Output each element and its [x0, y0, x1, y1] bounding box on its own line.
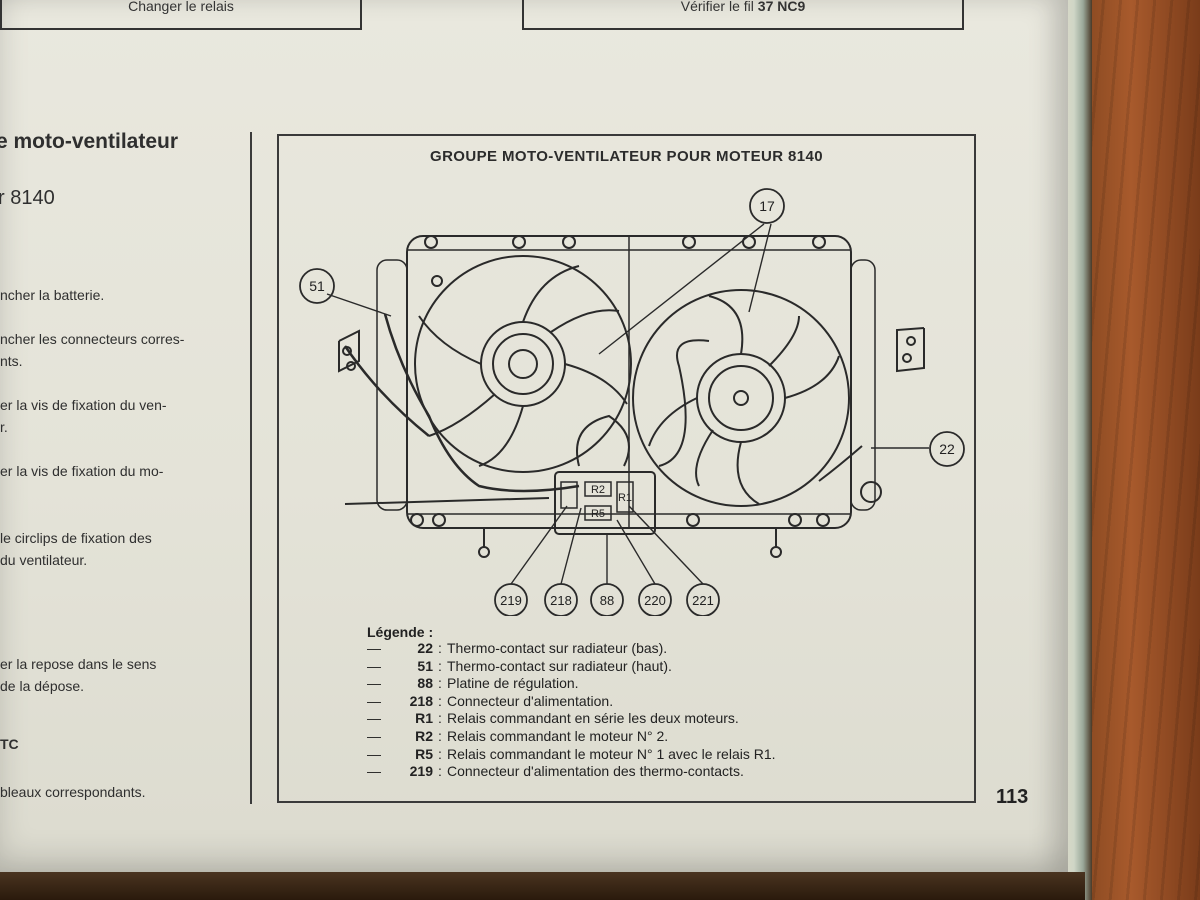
- callout-circle: [590, 583, 624, 616]
- legend-text: Thermo-contact sur radiateur (bas).: [447, 640, 668, 656]
- legend-code: 219: [409, 763, 433, 780]
- top-right-box-text: Vérifier le fil: [680, 0, 754, 14]
- legend-code: R5: [415, 745, 433, 762]
- callout-circle: [686, 583, 720, 616]
- legend-text: Relais commandant le moteur N° 1 avec le…: [447, 745, 776, 762]
- callout-circle: [299, 268, 335, 304]
- callout-221: 221: [692, 593, 714, 608]
- callout-22: 22: [939, 441, 955, 457]
- top-right-box-wire: 37 NC9: [757, 0, 806, 14]
- relay-label-r2: R2: [591, 484, 605, 496]
- step-line: du ventilateur.: [0, 552, 88, 568]
- legend-code: 22: [417, 640, 433, 656]
- step-line: er la vis de fixation du ven-: [0, 397, 167, 413]
- legend-dash: —: [367, 640, 381, 656]
- regulation-plate: [554, 471, 656, 535]
- legend-row: —218:Connecteur d'alimentation.: [367, 692, 614, 709]
- top-left-box: Changer le relais: [0, 0, 362, 30]
- callout-circle: [749, 188, 785, 224]
- wooden-table: [1085, 0, 1200, 900]
- legend-text: Relais commandant en série les deux mote…: [447, 710, 739, 727]
- column-divider: [250, 132, 252, 804]
- step-line: le circlips de fixation des: [0, 530, 152, 546]
- legend-row: —88:Platine de régulation.: [367, 675, 579, 692]
- legend-code: 218: [409, 692, 433, 709]
- legend-row: —22:Thermo-contact sur radiateur (bas).: [367, 640, 668, 656]
- legend-row: —R5:Relais commandant le moteur N° 1 ave…: [367, 745, 776, 762]
- manual-page: Changer le relais Vérifier le fil 37 NC9…: [0, 0, 1068, 878]
- legend-text: Relais commandant le moteur N° 2.: [447, 727, 669, 744]
- legend-dash: —: [367, 657, 381, 674]
- figure-title: GROUPE MOTO-VENTILATEUR POUR MOTEUR 8140: [430, 148, 823, 165]
- legend-row: —219:Connecteur d'alimentation des therm…: [367, 763, 744, 780]
- legend-dash: —: [367, 692, 381, 709]
- page-number: 113: [996, 786, 1029, 808]
- legend-text: Connecteur d'alimentation.: [447, 692, 614, 709]
- legend-code: R1: [415, 710, 433, 727]
- legend-row: —R1:Relais commandant en série les deux …: [367, 710, 739, 727]
- callout-51: 51: [309, 278, 325, 294]
- legend: Légende : —22:Thermo-contact sur radiate…: [367, 624, 776, 781]
- right-fan-shroud: [632, 289, 850, 507]
- legend-title: Légende :: [367, 624, 434, 640]
- top-left-box-text: Changer le relais: [128, 0, 234, 14]
- page-bottom-shadow: [0, 872, 1085, 900]
- section-subheading: r 8140: [0, 187, 55, 209]
- legend-code: R2: [415, 727, 433, 744]
- callout-220: 220: [644, 593, 666, 608]
- step-line: TC: [0, 736, 19, 752]
- callout-circle: [494, 583, 528, 616]
- legend-text: Platine de régulation.: [447, 675, 579, 692]
- legend-dash: —: [367, 745, 381, 762]
- legend-row: —51:Thermo-contact sur radiateur (haut).: [367, 657, 672, 674]
- relay-label-r1: R1: [618, 492, 632, 504]
- top-right-box: Vérifier le fil 37 NC9: [522, 0, 964, 30]
- callout-218: 218: [550, 593, 572, 608]
- left-text-column: e moto-ventilateur r 8140 ncher la batte…: [0, 0, 250, 880]
- legend-row: —R2:Relais commandant le moteur N° 2.: [367, 727, 669, 744]
- fan-assembly-diagram: 17 51 22 219 218 88 220 221 R2 R1 R5: [299, 188, 965, 616]
- legend-code: 51: [417, 657, 433, 674]
- callout-88: 88: [600, 593, 614, 608]
- legend-text: Thermo-contact sur radiateur (haut).: [447, 657, 672, 674]
- legend-dash: —: [367, 727, 381, 744]
- callout-circle: [544, 583, 578, 616]
- legend-dash: —: [367, 675, 381, 692]
- callout-17: 17: [759, 198, 775, 214]
- step-line: er la repose dans le sens: [0, 656, 157, 672]
- step-line: bleaux correspondants.: [0, 784, 146, 800]
- legend-dash: —: [367, 710, 381, 727]
- callout-219: 219: [500, 593, 522, 608]
- section-heading: e moto-ventilateur: [0, 130, 179, 153]
- step-line: de la dépose.: [0, 678, 85, 694]
- legend-code: 88: [417, 675, 433, 692]
- step-line: ncher la batterie.: [0, 287, 105, 303]
- figure-frame: GROUPE MOTO-VENTILATEUR POUR MOTEUR 8140: [277, 134, 976, 803]
- relay-label-r5: R5: [591, 508, 605, 520]
- step-line: er la vis de fixation du mo-: [0, 463, 164, 479]
- step-line: ncher les connecteurs corres-: [0, 331, 185, 347]
- step-line: r.: [0, 419, 8, 435]
- legend-dash: —: [367, 763, 381, 780]
- legend-text: Connecteur d'alimentation des thermo-con…: [447, 763, 744, 780]
- callout-circle: [929, 431, 965, 467]
- callout-circle: [638, 583, 672, 616]
- step-line: nts.: [0, 353, 23, 369]
- left-fan-shroud: [414, 255, 632, 473]
